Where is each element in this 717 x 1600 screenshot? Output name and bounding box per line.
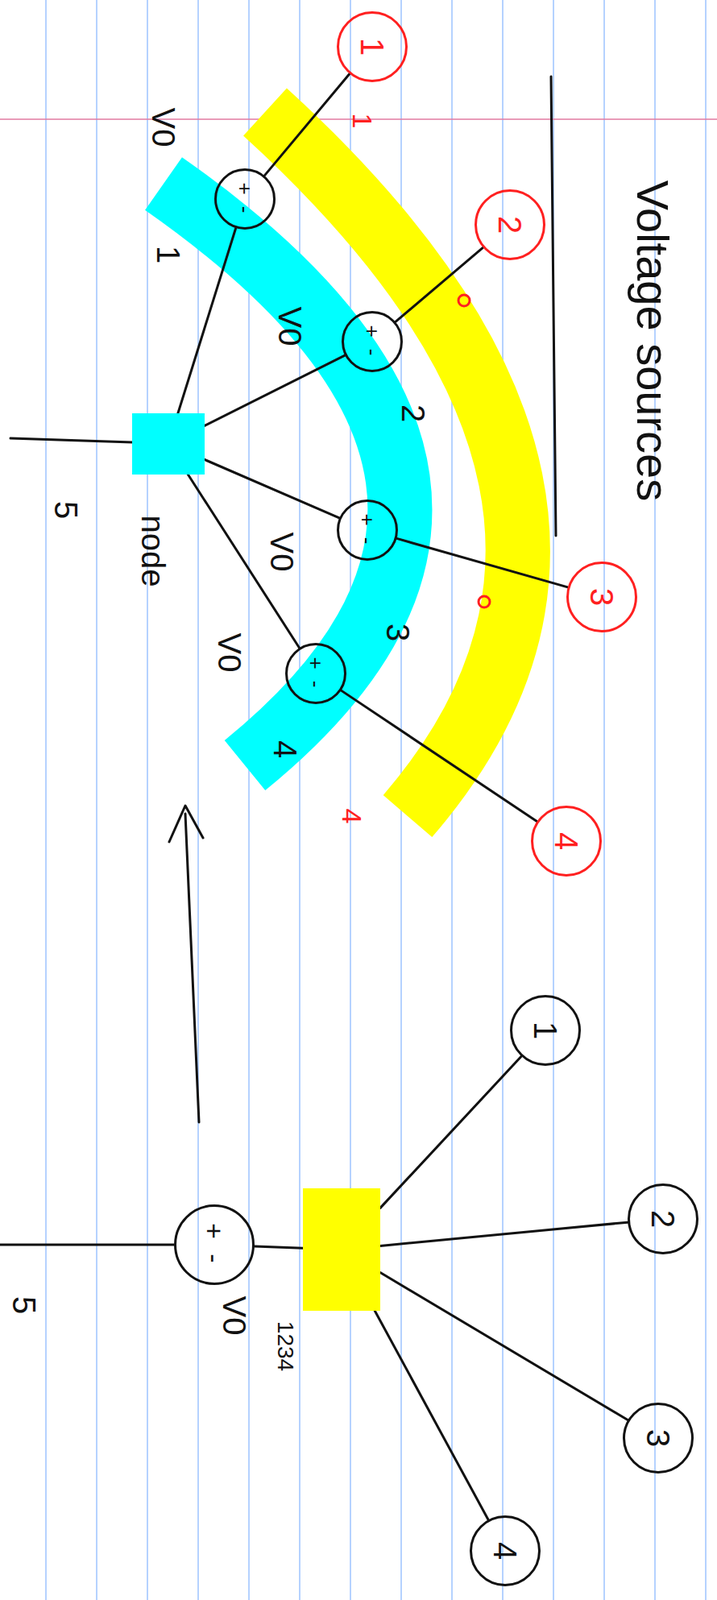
arrow-shaft — [185, 813, 199, 1123]
voltage-source: +- — [285, 642, 347, 705]
voltage-source: +- — [341, 310, 403, 373]
circuit-label: 5 — [49, 501, 83, 519]
callout-circle: 2 — [627, 1183, 699, 1255]
highlight-band — [163, 183, 400, 766]
ruled-line — [146, 0, 149, 1600]
polarity-sign: + — [356, 513, 378, 526]
ruled-line — [95, 0, 98, 1600]
circuit-label: V0 — [265, 532, 299, 572]
circuit-label: V0 — [213, 633, 246, 673]
callout-circle: 4 — [530, 805, 602, 877]
title-underline — [551, 76, 556, 536]
circuit-label: 3 — [381, 623, 415, 642]
diagram-title: Voltage sources — [629, 180, 676, 502]
wire — [341, 690, 538, 821]
callout-number: 1 — [356, 37, 389, 56]
wire — [397, 538, 568, 588]
circuit-node: node — [132, 413, 205, 475]
highlight-patch — [302, 1188, 381, 1311]
voltage-source: +- — [214, 168, 276, 230]
circuit-label: 2 — [397, 404, 430, 423]
polarity-sign: - — [361, 348, 383, 357]
callout-number: 1 — [529, 1021, 562, 1040]
callout-circle: 4 — [469, 1515, 541, 1587]
wire — [380, 1272, 628, 1421]
voltage-source: +- — [174, 1204, 255, 1285]
polarity-sign: + — [200, 1222, 228, 1240]
ruled-line — [603, 0, 606, 1600]
circuit-label: 4 — [269, 740, 302, 759]
callout-circle: 3 — [566, 561, 638, 633]
circuit-label: 5 — [8, 1296, 41, 1314]
polarity-sign: - — [234, 206, 256, 214]
callout-circle: 1 — [336, 11, 408, 83]
callout-number: 3 — [585, 588, 618, 606]
callout-circle: 3 — [622, 1402, 694, 1474]
ruled-line — [298, 0, 301, 1600]
circuit-label: 1 — [152, 245, 185, 264]
terminal-dot — [458, 294, 470, 307]
callout-number: 4 — [550, 832, 583, 850]
polarity-sign: + — [361, 324, 383, 337]
callout-circle: 2 — [474, 189, 546, 261]
voltage-source: +- — [336, 499, 398, 561]
wire — [380, 1056, 522, 1208]
arrow-head — [169, 805, 204, 842]
node-label: 1234 — [273, 1321, 297, 1372]
polarity-sign: - — [305, 680, 327, 688]
wire — [10, 438, 133, 443]
wire — [254, 1246, 303, 1248]
ruled-lines — [45, 0, 706, 1600]
wire — [380, 1222, 628, 1246]
callout-number: 2 — [646, 1210, 680, 1228]
wire — [0, 1243, 175, 1247]
polarity-sign: + — [234, 182, 256, 195]
circuit-label: V0 — [273, 306, 307, 347]
callout-number: 3 — [642, 1429, 675, 1447]
wire — [187, 474, 299, 648]
callout-circle: 1 — [509, 994, 581, 1066]
polarity-sign: + — [305, 656, 327, 669]
circuit-label: V0 — [218, 1296, 251, 1336]
wire — [178, 227, 237, 414]
polarity-sign: - — [356, 537, 378, 545]
wire — [395, 247, 483, 322]
wire — [204, 355, 345, 426]
red-label: 1 — [348, 113, 377, 129]
red-label: 4 — [338, 808, 366, 825]
callout-number: 2 — [493, 215, 527, 234]
circuit-node: 1234 — [302, 1188, 381, 1311]
node-label: node — [136, 515, 170, 588]
wire — [204, 459, 340, 518]
terminal-dot — [478, 596, 490, 608]
polarity-sign: - — [200, 1253, 228, 1263]
ruled-line — [45, 0, 47, 1600]
ruled-line — [704, 0, 707, 1600]
circuit-label: V0 — [147, 107, 180, 148]
wire — [374, 1310, 489, 1520]
callout-number: 4 — [489, 1541, 522, 1560]
wire — [264, 74, 349, 176]
